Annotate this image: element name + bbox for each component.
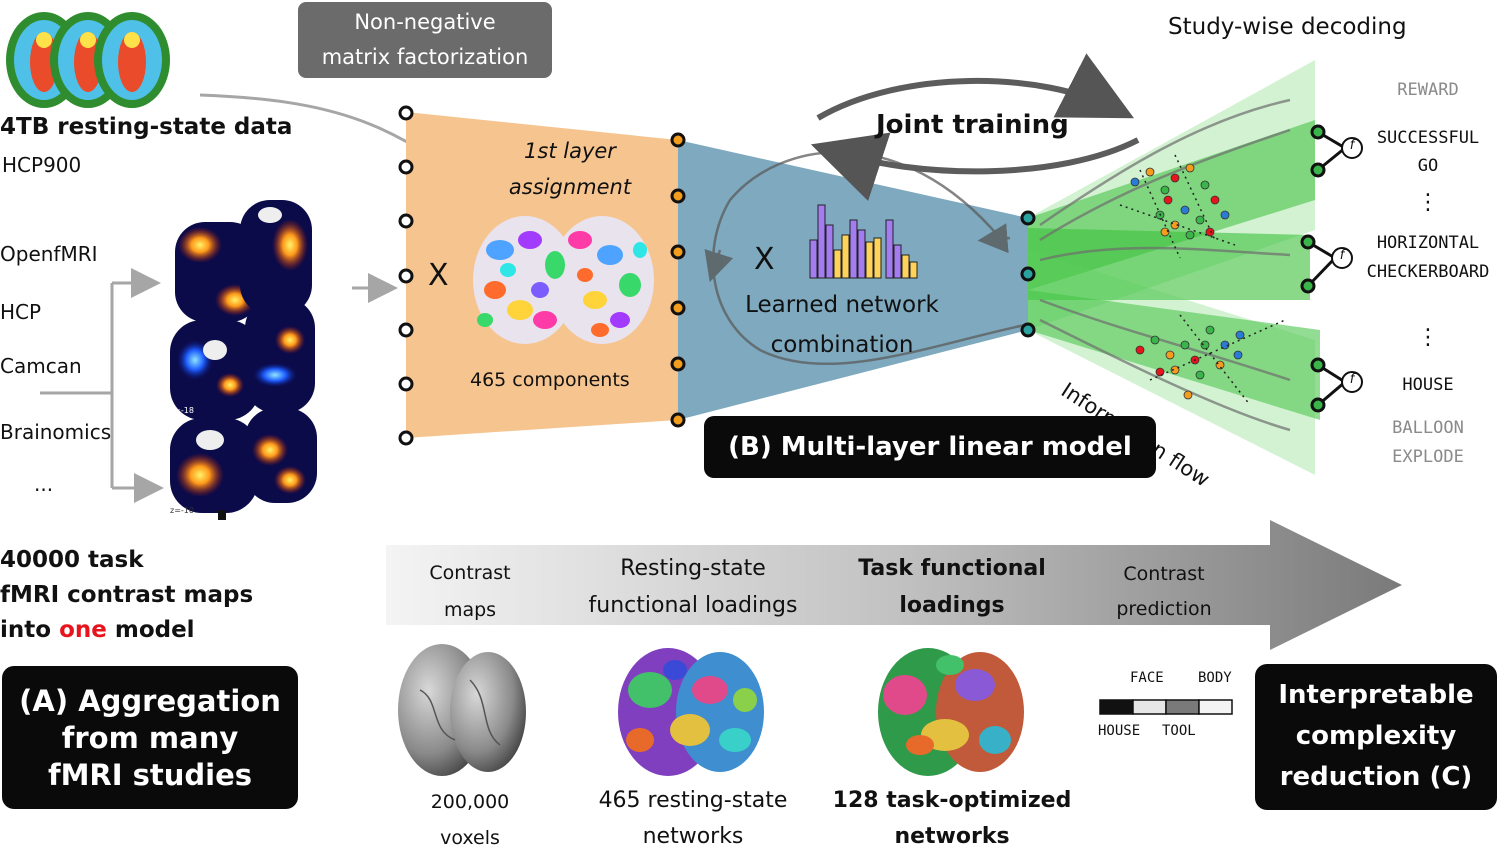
brain-task-networks-image <box>878 648 1024 776</box>
function-symbol-2: f <box>1339 248 1345 263</box>
brain1-line2: voxels <box>440 827 500 849</box>
decoding-scatter <box>1130 163 1245 400</box>
components-count: 465 components <box>470 369 630 391</box>
stage4-line1: Contrast <box>1123 563 1205 585</box>
function-symbol-1: f <box>1349 138 1355 153</box>
label-balloon: BALLOON <box>1392 418 1464 438</box>
network-combination-barchart <box>809 204 918 279</box>
joint-training-arrows <box>810 53 1140 201</box>
brain-voxels-image <box>398 644 526 776</box>
brain2-line2: networks <box>642 824 744 849</box>
multiply-symbol-1: X <box>428 258 449 293</box>
legend-tool: TOOL <box>1162 723 1196 739</box>
category-colorbar <box>1099 699 1233 715</box>
nmf-line1: Non-negative <box>354 10 496 34</box>
legend-face: FACE <box>1130 670 1164 686</box>
resting-state-brain-images <box>6 12 170 108</box>
resting-state-subtitle: HCP900 <box>2 153 82 177</box>
stage-contrast-maps: Contrast maps <box>410 555 530 629</box>
brain1-line1: 200,000 <box>430 791 510 813</box>
dataset-openfmri: OpenfMRI <box>0 242 98 266</box>
first-layer-line1: 1st layer <box>524 139 616 163</box>
stage4-line2: prediction <box>1116 598 1212 620</box>
layer2-nodes <box>1020 210 1036 338</box>
input-nodes <box>398 105 414 446</box>
brain3-line1: 128 task-optimized <box>832 788 1072 813</box>
stage-contrast-prediction: Contrast prediction <box>1094 557 1234 627</box>
resting-state-title: 4TB resting-state data <box>0 114 293 140</box>
box-a-line1: (A) Aggregation <box>19 684 281 718</box>
stage2-line2: functional loadings <box>588 593 798 618</box>
vertical-ellipsis-1: ⋮ <box>1417 190 1439 215</box>
brain2-caption: 465 resting-state networks <box>583 783 803 855</box>
label-horizontal: HORIZONTAL <box>1376 233 1480 253</box>
label-explode: EXPLODE <box>1392 447 1464 467</box>
legend-body: BODY <box>1198 670 1232 686</box>
brain3-line2: networks <box>894 824 1010 849</box>
box-a-aggregation: (A) Aggregation from many fMRI studies <box>2 666 298 809</box>
dataset-bracket <box>40 268 164 503</box>
learned-line2: combination <box>770 332 914 358</box>
label-checkerboard: CHECKERBOARD <box>1366 262 1490 282</box>
slice-label-1: z=-18 <box>170 406 194 415</box>
label-house: HOUSE <box>1402 375 1454 395</box>
box-b-model: (B) Multi-layer linear model <box>704 416 1156 478</box>
decoding-flow-arrows <box>1039 98 1291 432</box>
first-layer-label: 1st layer assignment <box>480 133 660 205</box>
task-count-line2: fMRI contrast maps <box>0 582 254 608</box>
label-successful: SUCCESSFUL <box>1376 128 1480 148</box>
stage3-line2: loadings <box>899 593 1005 618</box>
task-line3-post: model <box>106 617 195 643</box>
box-c-line1: Interpretable <box>1278 680 1474 710</box>
pipeline-arrow <box>386 520 1402 650</box>
dataset-hcp: HCP <box>0 300 42 324</box>
box-c-line3: reduction (C) <box>1279 762 1473 792</box>
task-line3-pre: into <box>0 617 60 643</box>
brain3-caption: 128 task-optimized networks <box>822 783 1082 855</box>
task-fmri-slices <box>170 200 317 520</box>
brain1-caption: 200,000 voxels <box>400 784 540 856</box>
dataset-ellipsis: ... <box>34 472 54 496</box>
nmf-box: Non-negative matrix factorization <box>298 2 552 78</box>
label-reward: REWARD <box>1397 80 1459 100</box>
output-nodes <box>1300 124 1363 413</box>
stage-resting-loadings: Resting-state functional loadings <box>573 550 813 624</box>
box-c-line2: complexity <box>1295 721 1457 751</box>
dataset-camcan: Camcan <box>0 354 82 378</box>
joint-training-label: Joint training <box>876 110 1069 140</box>
box-a-line3: fMRI studies <box>47 758 253 792</box>
nmf-line2: matrix factorization <box>321 45 529 69</box>
task-count-line3: into one model <box>0 617 195 643</box>
brain-atlas-image <box>473 216 654 344</box>
stage1-line1: Contrast <box>429 562 511 584</box>
first-layer-line2: assignment <box>508 175 632 199</box>
stage2-line1: Resting-state <box>620 556 766 581</box>
brain-resting-networks-image <box>618 648 764 776</box>
stage1-line2: maps <box>443 599 497 621</box>
one-highlight: one <box>59 617 107 643</box>
box-a-line2: from many <box>61 721 239 755</box>
slice-label-2: z=-10 <box>170 506 194 515</box>
function-symbol-3: f <box>1349 372 1355 387</box>
multiply-symbol-2: X <box>754 242 775 277</box>
decoding-title: Study-wise decoding <box>1168 14 1407 40</box>
learned-line1: Learned network <box>745 292 939 318</box>
layer1-nodes <box>670 132 686 428</box>
brain2-line1: 465 resting-state <box>598 788 788 813</box>
learned-combination-label: Learned network combination <box>722 285 962 365</box>
stage-task-loadings: Task functional loadings <box>842 550 1062 624</box>
task-count-line1: 40000 task <box>0 547 144 573</box>
stage3-line1: Task functional <box>858 556 1046 581</box>
dataset-brainomics: Brainomics <box>0 420 112 444</box>
decoding-fans <box>1028 60 1320 475</box>
vertical-ellipsis-2: ⋮ <box>1417 325 1439 350</box>
legend-house: HOUSE <box>1098 723 1141 739</box>
decision-boundaries <box>1119 154 1286 406</box>
second-layer-block <box>678 140 1028 420</box>
box-c-interpretable: Interpretable complexity reduction (C) <box>1255 664 1497 810</box>
label-go: GO <box>1417 156 1439 176</box>
